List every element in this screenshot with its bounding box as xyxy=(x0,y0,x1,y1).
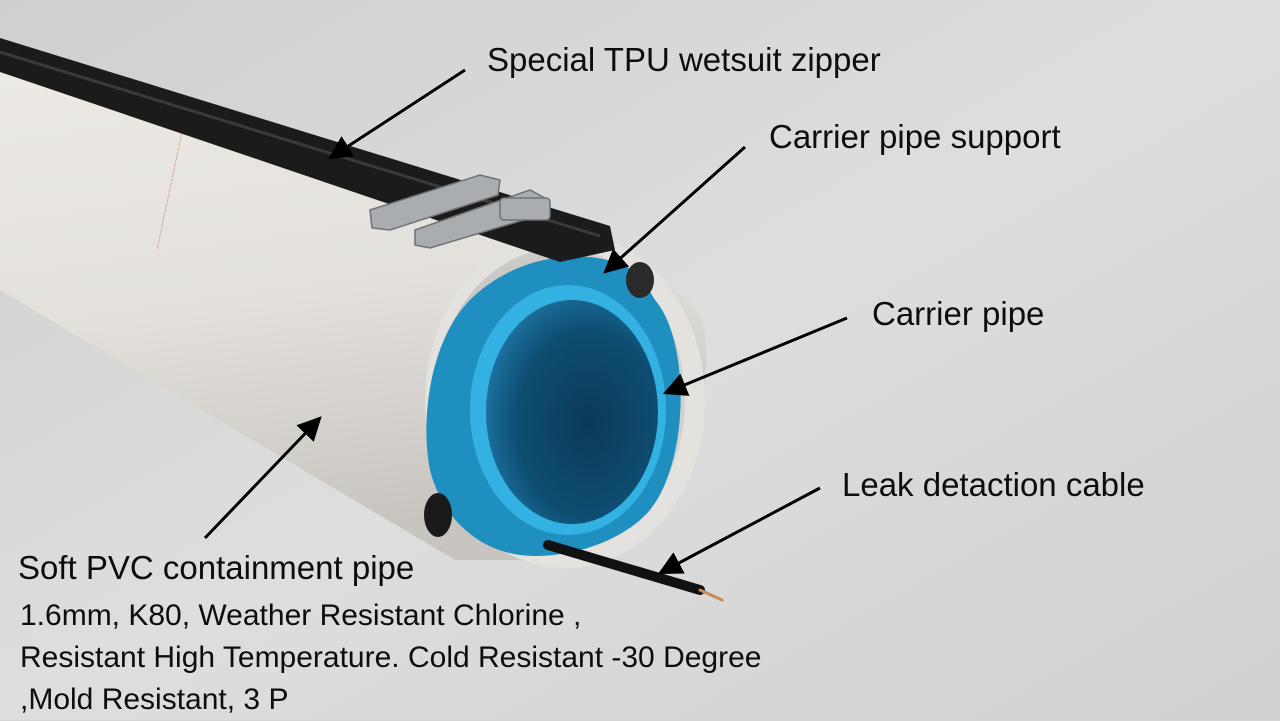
label-containment-pipe: Soft PVC containment pipe xyxy=(18,549,415,586)
label-leak-cable: Leak detaction cable xyxy=(842,466,1145,503)
carrier-pipe-bore xyxy=(486,300,658,524)
label-carrier-support: Carrier pipe support xyxy=(769,118,1061,155)
cable-core xyxy=(698,588,724,602)
carrier-arrow xyxy=(662,316,848,396)
zipper-pull xyxy=(369,174,551,249)
label-carrier-pipe: Carrier pipe xyxy=(872,295,1045,332)
description-line: ,Mold Resistant, 3 P xyxy=(20,683,289,716)
support-arrow xyxy=(603,145,746,274)
leak-detection-cable xyxy=(543,540,705,595)
containment-arrow xyxy=(203,416,322,540)
containment-description: 1.6mm, K80, Weather Resistant Chlorine ,… xyxy=(20,595,761,721)
label-zipper: Special TPU wetsuit zipper xyxy=(487,41,881,78)
support-notch xyxy=(626,262,654,298)
support-notch xyxy=(424,493,452,537)
description-line: 1.6mm, K80, Weather Resistant Chlorine , xyxy=(20,599,582,632)
zipper-arrow xyxy=(327,68,466,160)
description-line: Resistant High Temperature. Cold Resista… xyxy=(20,641,762,674)
cable-arrow xyxy=(657,486,821,575)
